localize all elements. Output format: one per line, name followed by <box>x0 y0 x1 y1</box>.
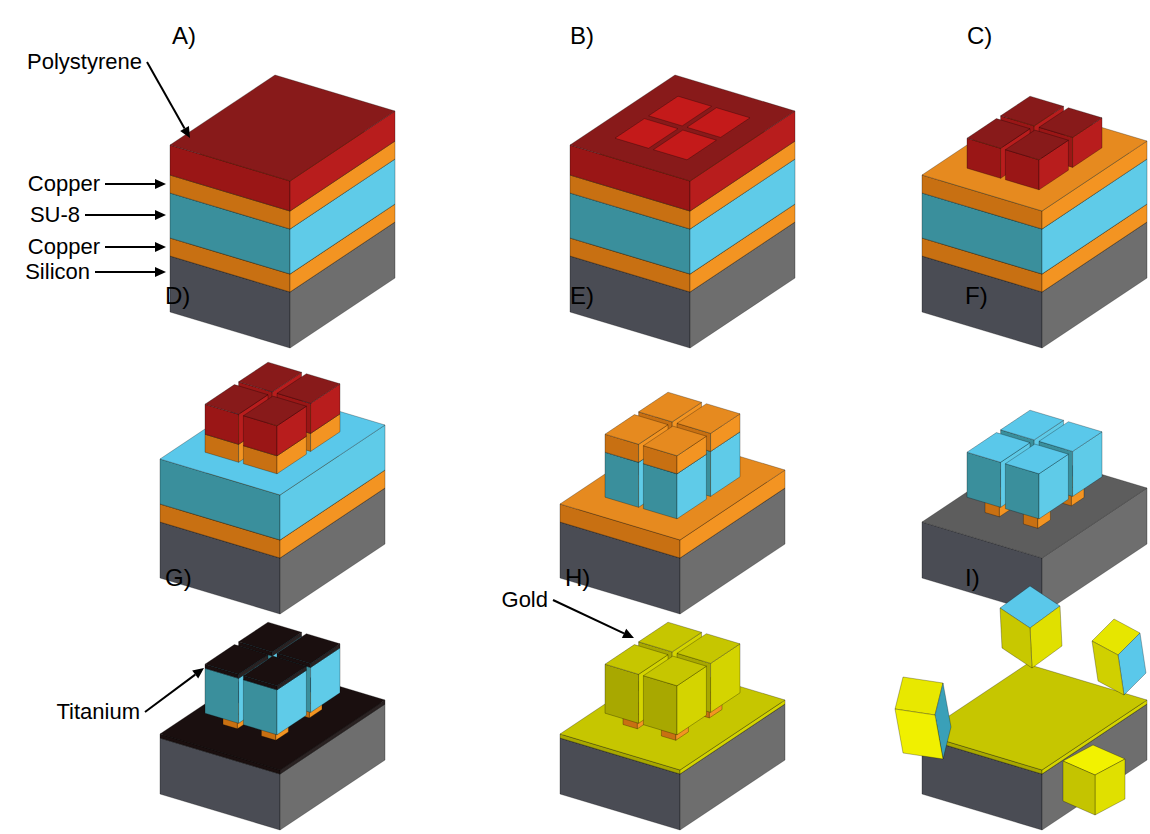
leader-arrow <box>147 62 185 128</box>
leader-arrow <box>105 183 155 185</box>
released-cube-face <box>1063 761 1095 815</box>
material-label: Copper <box>28 234 100 259</box>
block-face <box>243 396 306 426</box>
block-face <box>643 426 706 456</box>
leader-arrowhead <box>155 210 166 220</box>
material-label: Copper <box>28 171 100 196</box>
block-face <box>1039 108 1102 138</box>
leader-arrowhead <box>192 668 204 679</box>
material-label: Polystyrene <box>27 49 142 74</box>
exposed-pattern <box>687 108 750 138</box>
panel-letter: E) <box>570 282 594 310</box>
released-cube-face <box>895 677 943 715</box>
leader-arrow <box>145 675 195 712</box>
block-face <box>1005 444 1068 474</box>
block-face <box>170 75 395 181</box>
leader-arrowhead <box>155 179 166 189</box>
material-label: SU-8 <box>30 202 80 227</box>
released-cube-face <box>1092 641 1124 695</box>
block-face <box>277 374 340 404</box>
leader-arrowhead <box>155 267 166 277</box>
panel-letter: F) <box>965 282 988 310</box>
material-label: Silicon <box>25 259 90 284</box>
released-cube-face <box>1000 608 1032 668</box>
released-cube-face <box>895 709 943 759</box>
block-face <box>677 634 740 664</box>
panel-letter: C) <box>967 22 992 50</box>
leader-arrow <box>553 600 624 633</box>
material-label: Titanium <box>56 699 140 724</box>
panel-letter: I) <box>965 564 980 592</box>
block-face <box>243 656 306 686</box>
panel-letter: G) <box>165 564 192 592</box>
block-face <box>277 634 340 664</box>
block-face <box>677 404 740 434</box>
block-face <box>1039 422 1102 452</box>
leader-arrow <box>95 271 155 273</box>
material-label: Gold <box>502 587 548 612</box>
block-face <box>643 656 706 686</box>
panel-letter: D) <box>165 282 190 310</box>
block-face <box>1005 130 1068 160</box>
released-cube-face <box>1095 759 1125 815</box>
leader-arrowhead <box>180 126 190 138</box>
exposed-pattern <box>653 130 716 160</box>
released-cube-face <box>1030 606 1062 668</box>
leader-arrowhead <box>155 242 166 252</box>
panel-letter: B) <box>570 22 594 50</box>
leader-arrowhead <box>622 629 634 638</box>
block-face <box>160 389 385 495</box>
block-face <box>570 75 795 181</box>
panel-letter: H) <box>565 564 590 592</box>
leader-arrow <box>85 214 155 216</box>
panel-letter: A) <box>172 22 196 50</box>
leader-arrow <box>105 246 155 248</box>
